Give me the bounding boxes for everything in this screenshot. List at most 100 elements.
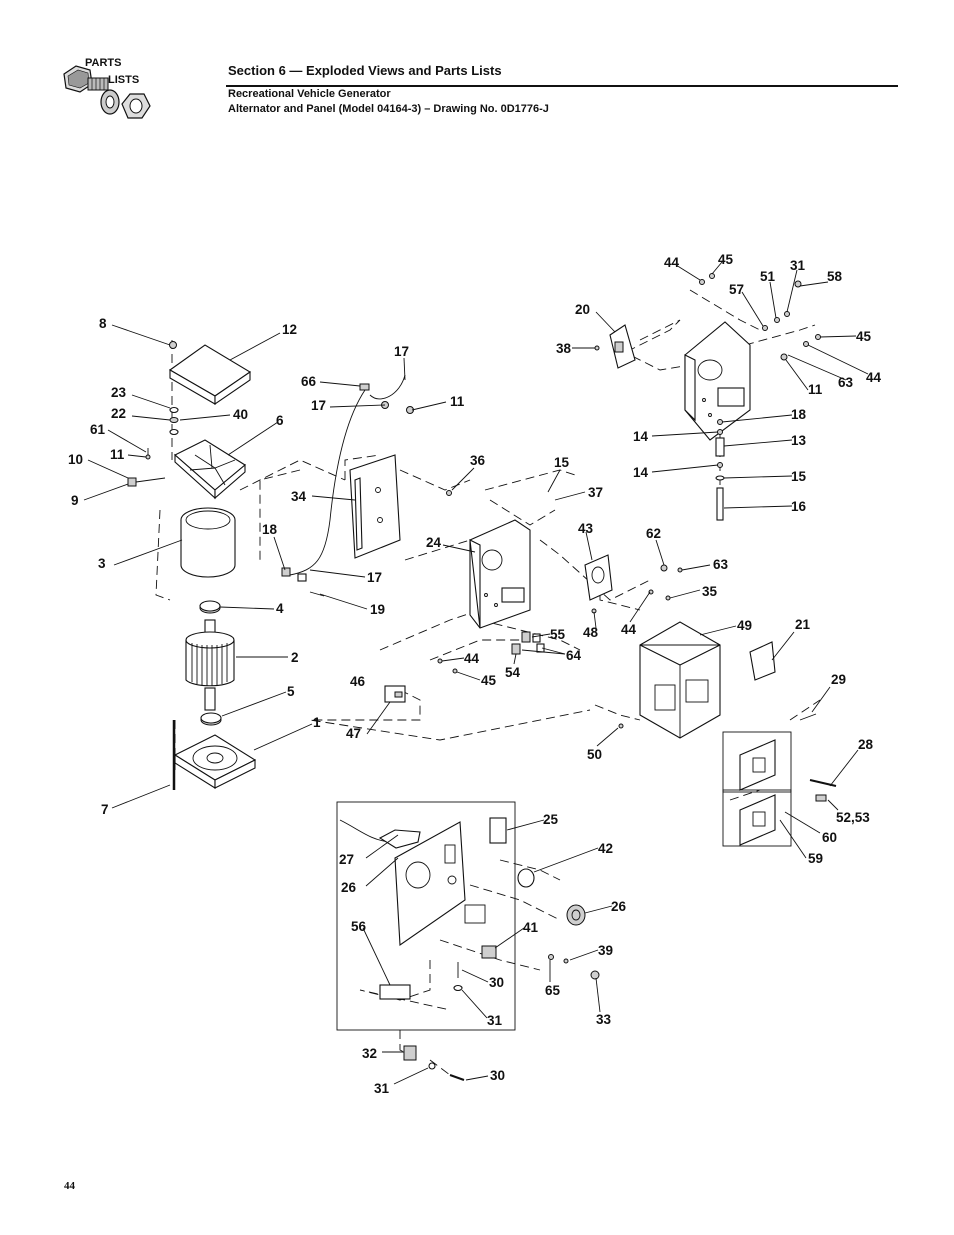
alternator-stack [127,341,257,790]
callout-63-b: 63 [713,557,729,572]
subtitle-product: Recreational Vehicle Generator [228,88,391,100]
callout-31-b: 31 [374,1081,390,1096]
callout-8: 8 [99,316,107,331]
callout-22: 22 [111,406,126,421]
callout-35: 35 [702,584,718,599]
callout-50: 50 [587,747,602,762]
callout-33: 33 [596,1012,612,1027]
callout-45-a: 45 [718,252,734,267]
loose-parts [403,868,600,1081]
callout-17-c: 17 [367,570,382,585]
callout-11-c: 11 [808,382,823,397]
callout-11-a: 11 [110,447,125,462]
callout-34: 34 [291,489,307,504]
small-components [384,554,683,729]
callout-44-b: 44 [866,370,882,385]
callout-4: 4 [276,601,284,616]
callout-6: 6 [276,413,284,428]
callout-54: 54 [505,665,521,680]
callout-36: 36 [470,453,486,468]
callout-21: 21 [795,617,811,632]
callout-48: 48 [583,625,599,640]
callout-14-a: 14 [633,429,649,444]
logo-parts-text: PARTS [85,57,122,69]
receptacle-boxes [722,713,837,847]
callout-30-b: 30 [490,1068,505,1083]
leader-lines [83,261,869,1085]
harness-bracket [281,374,452,597]
enclosure [639,621,776,739]
callout-26-b: 26 [611,899,627,914]
callout-42: 42 [598,841,613,856]
callout-57: 57 [729,282,744,297]
callout-13: 13 [791,433,807,448]
callout-2: 2 [291,650,299,665]
callout-12: 12 [282,322,297,337]
callout-1: 1 [313,715,321,730]
callout-44-d: 44 [464,651,480,666]
callout-23: 23 [111,385,127,400]
callout-44-c: 44 [621,622,637,637]
callout-52-53: 52,53 [836,810,870,825]
callout-55: 55 [550,627,566,642]
callout-5: 5 [287,684,295,699]
callout-44-a: 44 [664,255,680,270]
callout-27: 27 [339,852,354,867]
callout-17-a: 17 [394,344,409,359]
callout-49: 49 [737,618,752,633]
callout-45-c: 45 [481,673,497,688]
callout-labels: 1 2 3 4 5 6 7 8 9 10 11 11 11 11 12 13 1… [68,252,882,1096]
callout-46: 46 [350,674,366,689]
callout-18-a: 18 [262,522,278,537]
callout-19: 19 [370,602,385,617]
callout-56: 56 [351,919,367,934]
logo-lists-text: LISTS [108,74,140,86]
callout-17-b: 17 [311,398,326,413]
header-rule [226,85,898,87]
callout-61: 61 [90,422,106,437]
section-title: Section 6 — Exploded Views and Parts Lis… [228,63,502,78]
callout-41: 41 [523,920,539,935]
callout-47: 47 [346,726,361,741]
callout-29: 29 [831,672,846,687]
lower-panel-inset [336,801,516,1031]
callout-40: 40 [233,407,248,422]
callout-60: 60 [822,830,837,845]
callout-9: 9 [71,493,79,508]
callout-30-a: 30 [489,975,504,990]
callout-26-a: 26 [341,880,357,895]
callout-31-c: 31 [790,258,806,273]
page-number: 44 [64,1180,75,1192]
callout-15-b: 15 [791,469,807,484]
callout-51: 51 [760,269,776,284]
callout-63-a: 63 [838,375,854,390]
callout-24: 24 [426,535,442,550]
callout-3: 3 [98,556,106,571]
callout-39: 39 [598,943,613,958]
callout-37: 37 [588,485,603,500]
callout-25: 25 [543,812,559,827]
callout-38: 38 [556,341,572,356]
callout-28: 28 [858,737,874,752]
callout-65: 65 [545,983,561,998]
callout-20: 20 [575,302,590,317]
callout-32: 32 [362,1046,377,1061]
callout-11-b: 11 [450,394,465,409]
callout-14-b: 14 [633,465,649,480]
callout-66: 66 [301,374,317,389]
callout-15-a: 15 [554,455,570,470]
callout-10: 10 [68,452,83,467]
callout-43: 43 [578,521,594,536]
callout-45-b: 45 [856,329,872,344]
callout-31-a: 31 [487,1013,503,1028]
callout-58: 58 [827,269,843,284]
parts-lists-logo [63,65,151,119]
callout-59: 59 [808,851,823,866]
callout-7: 7 [101,802,109,817]
callout-16: 16 [791,499,807,514]
subtitle-drawing: Alternator and Panel (Model 04164-3) – D… [228,103,549,115]
callout-18-b: 18 [791,407,807,422]
callout-64: 64 [566,648,582,663]
upper-panel-assembly [594,273,821,521]
